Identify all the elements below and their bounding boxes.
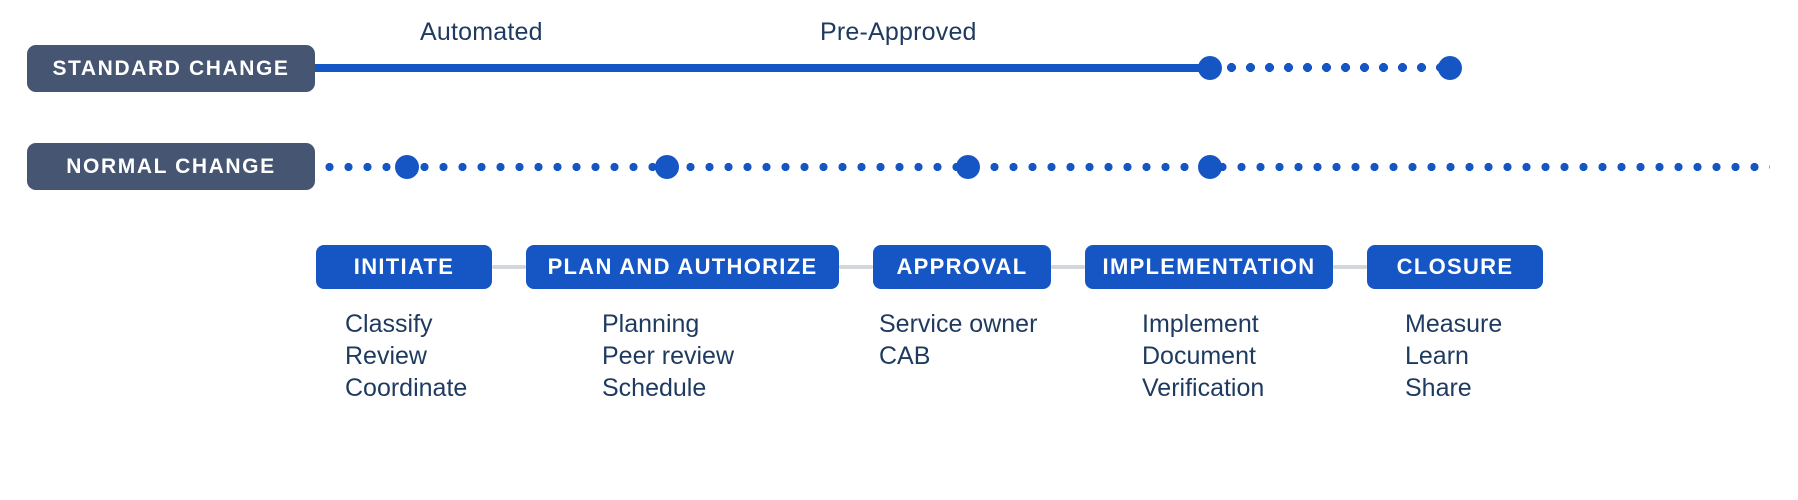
connector-2 — [839, 265, 873, 269]
stage-box-approval[interactable]: APPROVAL — [873, 245, 1051, 289]
stage-box-closure[interactable]: CLOSURE — [1367, 245, 1543, 289]
stage-box-plan-and-authorize[interactable]: PLAN AND AUTHORIZE — [526, 245, 839, 289]
standard-dotted-segment — [1222, 63, 1444, 72]
stage-item: Peer review — [602, 342, 734, 370]
stage-item: Classify — [345, 310, 433, 338]
track-standard-change: STANDARD CHANGE Automated Pre-Approved — [0, 18, 1798, 98]
stage-items-plan-and-authorize: Planning Peer review Schedule — [602, 308, 734, 404]
stage-item: Review — [345, 342, 427, 370]
stage-item: Implement — [1142, 310, 1259, 338]
standard-solid-segment — [315, 64, 1218, 72]
stage-items-implementation: Implement Document Verification — [1142, 308, 1264, 404]
stage-item: Coordinate — [345, 374, 468, 402]
normal-dotted-segment — [320, 162, 1770, 171]
stage-item: Verification — [1142, 374, 1265, 402]
stage-box-implementation[interactable]: IMPLEMENTATION — [1085, 245, 1333, 289]
stage-item: Measure — [1405, 310, 1503, 338]
track-label-standard-change: STANDARD CHANGE — [27, 45, 315, 92]
caption-pre-approved: Pre-Approved — [820, 18, 977, 46]
normal-node-2 — [655, 155, 679, 179]
standard-node-1 — [1198, 56, 1222, 80]
track-normal-change: NORMAL CHANGE — [0, 136, 1798, 196]
connector-1 — [492, 265, 526, 269]
stage-item: Share — [1405, 374, 1472, 402]
stage-item: Service owner — [879, 310, 1038, 338]
stage-box-initiate[interactable]: INITIATE — [316, 245, 492, 289]
stage-items-initiate: Classify Review Coordinate — [345, 308, 467, 404]
stage-item: CAB — [879, 342, 931, 370]
caption-automated: Automated — [420, 18, 543, 46]
normal-node-4 — [1198, 155, 1222, 179]
standard-node-2 — [1438, 56, 1462, 80]
stage-item: Learn — [1405, 342, 1469, 370]
track-label-normal-change: NORMAL CHANGE — [27, 143, 315, 190]
normal-node-3 — [956, 155, 980, 179]
stage-item: Planning — [602, 310, 700, 338]
connector-3 — [1051, 265, 1085, 269]
stage-item: Document — [1142, 342, 1256, 370]
stage-items-closure: Measure Learn Share — [1405, 308, 1502, 404]
connector-4 — [1333, 265, 1367, 269]
stage-items-approval: Service owner CAB — [879, 308, 1037, 372]
stage-item: Schedule — [602, 374, 707, 402]
normal-node-1 — [395, 155, 419, 179]
